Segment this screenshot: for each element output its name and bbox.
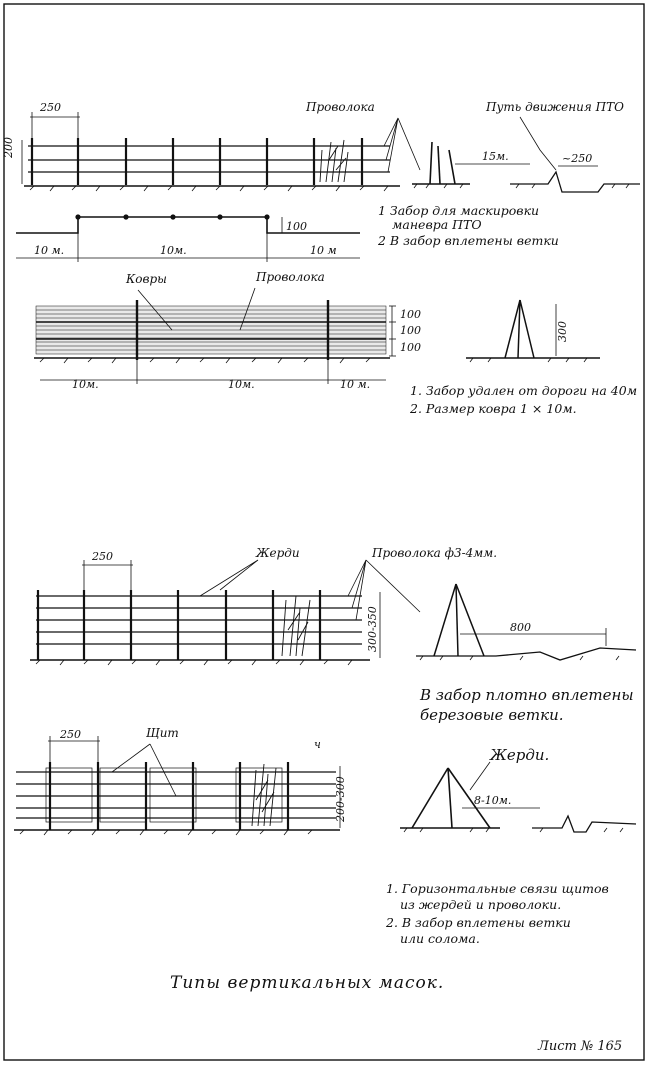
- note-2-2: 2. Размер ковра 1 × 10м.: [410, 401, 577, 416]
- road-direction-label: Путь движения ПТО: [486, 100, 624, 114]
- poles-label-3: Жерди: [256, 546, 300, 560]
- fence-4: [14, 736, 341, 836]
- fence-4-side: [400, 761, 637, 833]
- note-4-2-cont: или солома.: [400, 931, 480, 946]
- dim-post-spacing-3: 250: [92, 550, 113, 563]
- dim-distance-800: 800: [510, 621, 531, 634]
- dim-post-spacing-1: 250: [40, 101, 61, 114]
- fence-1-side: [412, 116, 640, 193]
- note-2-1: 1. Забор удален от дороги на 40м: [410, 383, 638, 398]
- dim-ditch-250: ~250: [562, 152, 593, 165]
- branches-1: [319, 139, 349, 183]
- note-3-2: березовые ветки.: [420, 706, 564, 724]
- mats-label: Ковры: [126, 272, 167, 286]
- note-1-1-cont: маневра ПТО: [392, 217, 482, 232]
- dim-plan-mid: 10м.: [160, 244, 187, 257]
- sheet-border: [3, 3, 645, 1061]
- fence-3-side: [416, 583, 637, 661]
- wire-label-1: Проволока: [306, 100, 375, 114]
- wire-label-3: Проволока ф3-4мм.: [372, 546, 498, 560]
- fence-1: [21, 112, 421, 192]
- fence-2-side: [466, 299, 600, 363]
- dim-mats-left: 10м.: [72, 378, 99, 391]
- branches-3: [281, 595, 311, 657]
- wire-label-2: Проволока: [256, 270, 325, 284]
- branches-4: [251, 763, 277, 827]
- stray-mark: ч: [314, 738, 321, 751]
- dim-plan-right: 10 м: [310, 244, 337, 257]
- sheet-number: Лист № 165: [538, 1039, 623, 1054]
- note-1-2: 2 В забор вплетены ветки: [378, 233, 559, 248]
- shield-label: Щит: [146, 726, 179, 740]
- dim-mats-mid: 10м.: [228, 378, 255, 391]
- dim-height-4: 200-300: [334, 776, 347, 822]
- fence-1-plan: [16, 214, 360, 262]
- dim-distance-15m: 15м.: [482, 150, 509, 163]
- dim-post-spacing-4: 250: [60, 728, 81, 741]
- dim-distance-8-10m: 8-10м.: [474, 794, 512, 807]
- dim-layer-1: 100: [400, 308, 421, 321]
- note-4-2: 2. В забор вплетены ветки: [386, 915, 571, 930]
- note-4-1-cont: из жердей и проволоки.: [400, 897, 562, 912]
- dim-plan-left: 10 м.: [34, 244, 65, 257]
- dim-height-1: 200: [2, 137, 15, 158]
- dim-offset-100: 100: [286, 220, 307, 233]
- dim-layer-2: 100: [400, 324, 421, 337]
- dim-height-3: 300-350: [366, 606, 379, 652]
- poles-label-4: Жерди.: [490, 746, 550, 764]
- note-4-1: 1. Горизонтальные связи щитов: [386, 881, 609, 896]
- drawing-title: Типы вертикальных масок.: [170, 973, 445, 993]
- dim-mats-right: 10 м.: [340, 378, 371, 391]
- dim-layer-3: 100: [400, 341, 421, 354]
- fence-2: [34, 287, 396, 384]
- fence-3: [30, 559, 421, 666]
- note-1-1: 1 Забор для маскировки: [378, 203, 540, 218]
- dim-height-2: 300: [556, 321, 569, 342]
- note-3-1: В забор плотно вплетены: [420, 686, 634, 704]
